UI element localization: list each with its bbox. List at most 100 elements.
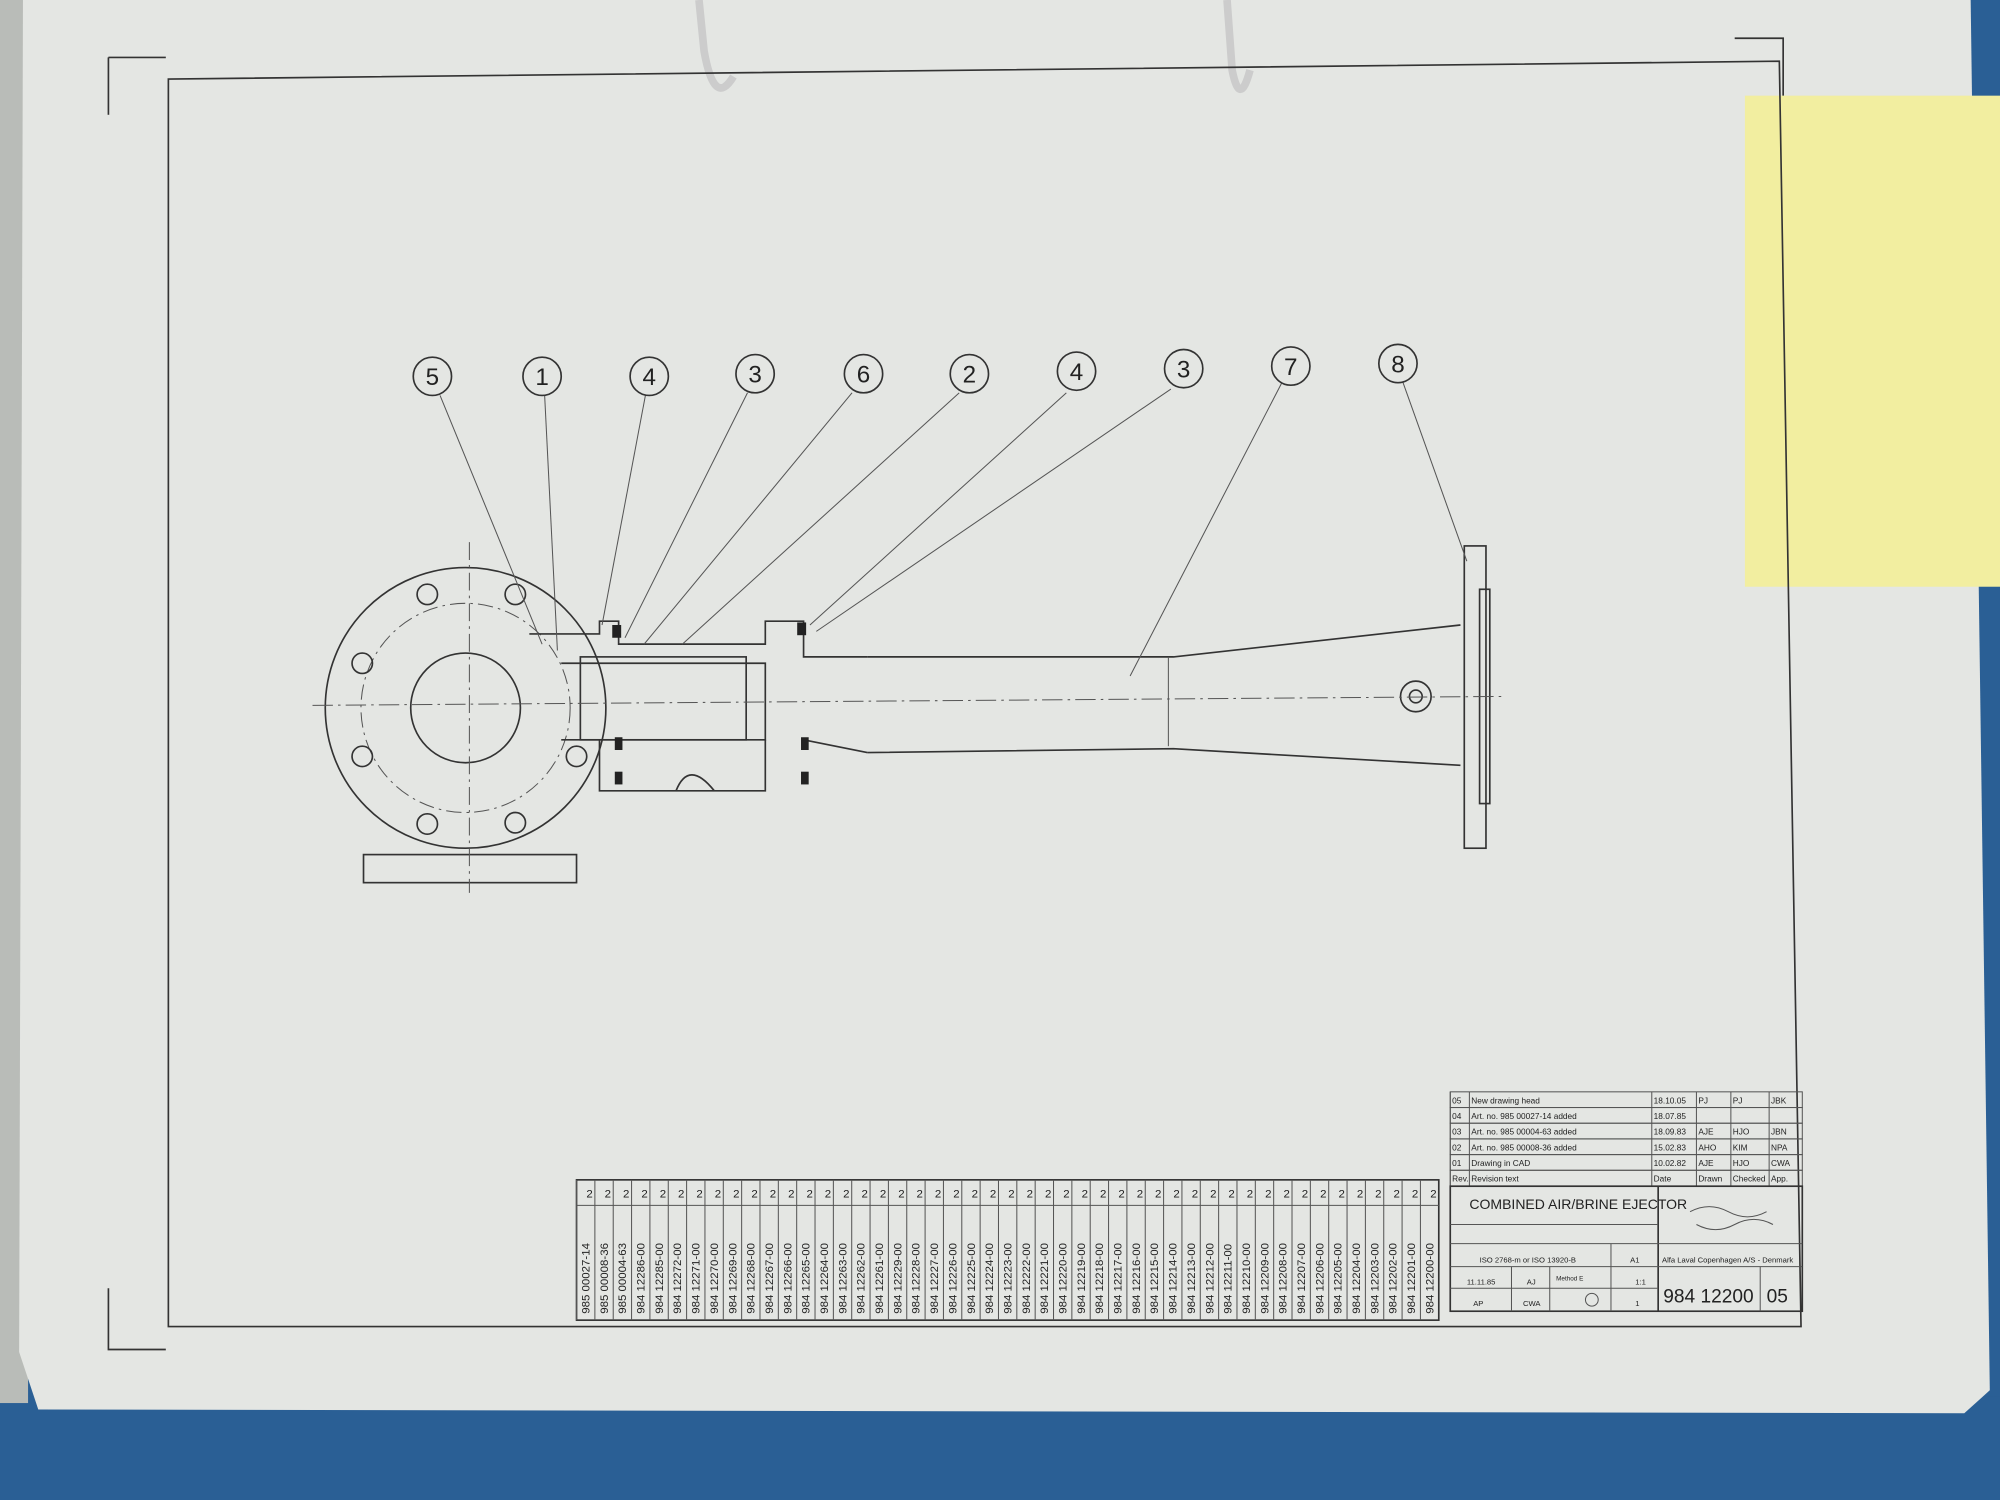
part-number: 984 12225-00 xyxy=(966,1243,978,1314)
revision-cell: 15.02.83 xyxy=(1654,1142,1687,1152)
balloon-number: 4 xyxy=(1070,359,1083,386)
part-qty: 2 xyxy=(1027,1189,1033,1201)
balloon-number: 5 xyxy=(426,364,439,391)
revision-cell: 18.09.83 xyxy=(1654,1127,1687,1137)
part-qty: 2 xyxy=(788,1189,794,1201)
revision-cell: JBN xyxy=(1771,1127,1787,1137)
part-number: 984 12266-00 xyxy=(782,1243,794,1314)
part-number: 984 12285-00 xyxy=(654,1243,666,1314)
part-number: 984 12223-00 xyxy=(1002,1243,1014,1314)
part-qty: 2 xyxy=(917,1189,923,1201)
revision-number: 05 xyxy=(1767,1286,1788,1307)
binder-ring-right xyxy=(1223,0,1254,94)
balloon-number: 4 xyxy=(642,364,655,391)
part-number: 984 12229-00 xyxy=(892,1243,904,1314)
part-qty: 2 xyxy=(1394,1189,1400,1201)
part-qty: 2 xyxy=(1008,1189,1014,1201)
balloon-number: 1 xyxy=(535,364,548,391)
revision-cell: HJO xyxy=(1733,1158,1750,1168)
part-number: 984 12271-00 xyxy=(691,1243,703,1314)
revision-cell: Art. no. 985 00027-14 added xyxy=(1471,1111,1577,1121)
revision-cell: 18.10.05 xyxy=(1654,1095,1687,1105)
part-qty: 2 xyxy=(1430,1189,1436,1201)
revision-cell: Art. no. 985 00008-36 added xyxy=(1471,1142,1577,1152)
part-qty: 2 xyxy=(935,1189,941,1201)
designer-value: AP xyxy=(1473,1299,1483,1308)
balloon-circle xyxy=(522,356,563,397)
balloon-number: 3 xyxy=(748,362,761,389)
part-qty: 2 xyxy=(843,1189,849,1201)
part-qty: 2 xyxy=(1173,1189,1179,1201)
part-qty: 2 xyxy=(898,1189,904,1201)
location-value: Alfa Laval Copenhagen A/S - Denmark xyxy=(1662,1256,1793,1265)
revision-cell: AJE xyxy=(1698,1127,1714,1137)
part-number: 984 12270-00 xyxy=(709,1243,721,1314)
revision-cell: JBK xyxy=(1771,1095,1787,1105)
part-qty: 2 xyxy=(806,1189,812,1201)
balloon-number: 3 xyxy=(1177,357,1190,384)
balloon-circle xyxy=(412,356,453,397)
drawn-value: AJ xyxy=(1527,1277,1536,1286)
part-number: 984 12219-00 xyxy=(1076,1243,1088,1314)
part-number: 985 00027-14 xyxy=(581,1242,593,1313)
sheet-value: 1 xyxy=(1635,1299,1639,1308)
part-number: 984 12215-00 xyxy=(1149,1243,1161,1314)
part-qty: 2 xyxy=(1320,1189,1326,1201)
part-qty: 2 xyxy=(1247,1189,1253,1201)
part-number: 984 12226-00 xyxy=(947,1243,959,1314)
part-number: 984 12286-00 xyxy=(636,1243,648,1314)
part-number: 984 12221-00 xyxy=(1039,1243,1051,1314)
part-qty: 2 xyxy=(1155,1189,1161,1201)
projection-symbol-icon xyxy=(1584,1292,1599,1307)
title-block: COMBINED AIR/BRINE EJECTOR ISO 2768-m or… xyxy=(1449,1185,1804,1313)
part-qty: 2 xyxy=(605,1189,611,1201)
standard-value: ISO 2768-m or ISO 13920-B xyxy=(1480,1256,1576,1265)
part-qty: 2 xyxy=(770,1189,776,1201)
revision-cell: AJE xyxy=(1698,1158,1714,1168)
part-number: 984 12212-00 xyxy=(1204,1243,1216,1314)
part-number: 984 12265-00 xyxy=(801,1243,813,1314)
balloon-circle xyxy=(1270,346,1311,387)
revision-cell: CWA xyxy=(1771,1158,1790,1168)
balloon-number: 8 xyxy=(1391,351,1404,378)
part-qty: 2 xyxy=(990,1189,996,1201)
part-number: 984 12214-00 xyxy=(1168,1243,1180,1314)
revision-cell: PJ xyxy=(1698,1095,1708,1105)
part-qty: 2 xyxy=(1265,1189,1271,1201)
balloon-number: 7 xyxy=(1284,354,1297,381)
part-number: 984 12269-00 xyxy=(727,1243,739,1314)
balloon-circle xyxy=(1056,351,1097,392)
sticky-note xyxy=(1744,95,2000,587)
part-qty: 2 xyxy=(1339,1189,1345,1201)
part-qty: 2 xyxy=(862,1189,868,1201)
ejector-body xyxy=(312,545,1506,850)
part-number: 984 12224-00 xyxy=(984,1243,996,1314)
part-number: 984 12218-00 xyxy=(1094,1243,1106,1314)
drawing-title: COMBINED AIR/BRINE EJECTOR xyxy=(1469,1196,1687,1212)
part-number: 984 12262-00 xyxy=(856,1243,868,1314)
balloon-circle xyxy=(949,353,990,394)
inlet-flange xyxy=(324,542,607,893)
part-qty: 2 xyxy=(641,1189,647,1201)
part-qty: 2 xyxy=(1137,1189,1143,1201)
part-number: 984 12267-00 xyxy=(764,1243,776,1314)
part-number: 984 12204-00 xyxy=(1351,1243,1363,1314)
balloon-number: 2 xyxy=(963,362,976,389)
size-value: A1 xyxy=(1630,1256,1639,1265)
part-number: 985 00008-36 xyxy=(599,1243,611,1314)
part-number: 984 12227-00 xyxy=(929,1243,941,1314)
paper-sheet xyxy=(19,0,1990,1414)
part-number: 984 12222-00 xyxy=(1021,1243,1033,1314)
balloon-circle xyxy=(629,356,670,397)
revision-cell: 18.07.85 xyxy=(1654,1111,1687,1121)
part-number: 984 12261-00 xyxy=(874,1243,886,1314)
balloon-circle xyxy=(735,353,776,394)
revision-cell: 03 xyxy=(1452,1127,1462,1137)
approved-value: CWA xyxy=(1523,1299,1541,1308)
part-number: 984 12205-00 xyxy=(1333,1243,1345,1314)
revision-cell: HJO xyxy=(1733,1127,1750,1137)
revision-header: App. xyxy=(1771,1174,1788,1184)
